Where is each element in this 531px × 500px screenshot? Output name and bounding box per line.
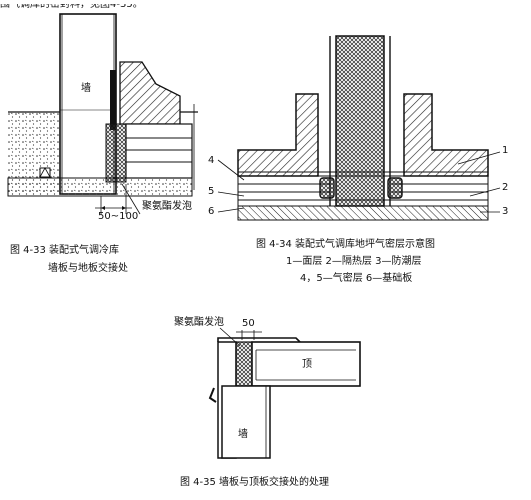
fig435-drawing (208, 327, 361, 459)
fig434-callout-4: 4 (208, 155, 215, 166)
fig433-caption-line1: 图 4-33 装配式气调冷库 (10, 245, 120, 256)
fig434-callout-2: 2 (502, 182, 509, 193)
fig434-caption-legend-1: 1—面层 2—隔热层 3—防潮层 (286, 256, 422, 267)
fig433-drawing (7, 13, 198, 215)
fig434-caption-title: 图 4-34 装配式气调库地坪气密层示意图 (256, 239, 436, 250)
cut-header-text: 围气调库的密封料，见图4-35。 (0, 0, 143, 10)
fig434-callout-6: 6 (208, 206, 215, 217)
fig433-foam-label: 聚氨酯发泡 (142, 201, 192, 212)
fig433-wall-label: 墙 (81, 83, 91, 94)
fig434-callout-5: 5 (208, 186, 215, 197)
fig435-roof-label: 顶 (302, 359, 312, 370)
fig434-caption-legend-2: 4，5—气密层 6—基础板 (300, 273, 413, 284)
fig435-dimension: 50 (242, 318, 255, 329)
fig434-callout-3: 3 (502, 206, 509, 217)
fig435-caption: 图 4-35 墙板与顶板交接处的处理 (180, 477, 330, 488)
fig433-dimension: 50~100 (98, 211, 139, 222)
fig433-caption-line2: 墙板与地板交接处 (48, 263, 128, 274)
fig434-drawing (217, 35, 501, 221)
fig435-foam-label: 聚氨酯发泡 (174, 317, 224, 328)
fig434-callout-1: 1 (502, 145, 509, 156)
fig435-wall-label: 墙 (238, 429, 248, 440)
